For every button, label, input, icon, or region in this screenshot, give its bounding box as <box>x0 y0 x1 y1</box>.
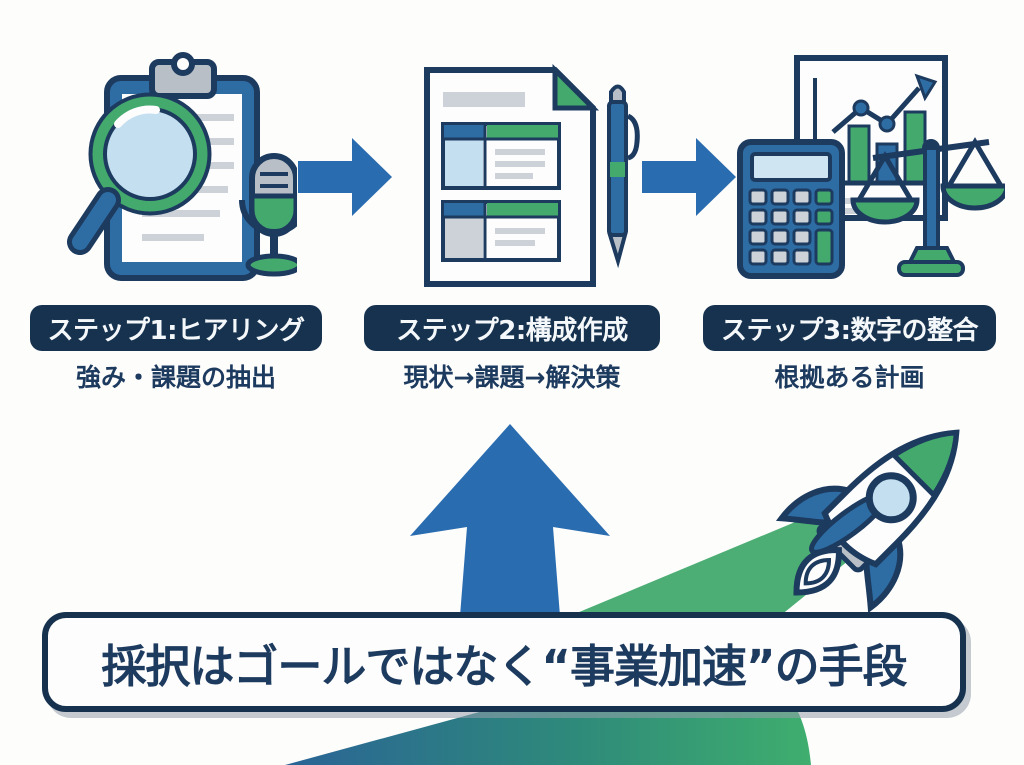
conclusion-banner-text: 採択はゴールではなく“事業加速”の手段 <box>101 639 907 693</box>
step1-subtitle-text: 強み・課題の抽出 <box>75 363 276 392</box>
conclusion-banner: 採択はゴールではなく“事業加速”の手段 <box>42 612 966 712</box>
step1-subtitle: 強み・課題の抽出 <box>30 360 322 392</box>
step2-subtitle: 現状→課題→解決策 <box>364 360 660 392</box>
up-arrow-icon <box>410 424 610 616</box>
right-arrow-icon <box>298 138 392 216</box>
step3-subtitle: 根拠ある計画 <box>703 360 996 392</box>
step3-label-text: ステップ3:数字の整合 <box>721 315 979 346</box>
step1-label-text: ステップ1:ヒアリング <box>47 315 306 346</box>
step2-label-text: ステップ2:構成作成 <box>396 315 628 346</box>
clipboard-magnifier-microphone-icon <box>67 52 297 281</box>
document-pen-icon <box>424 63 640 287</box>
step3-label: ステップ3:数字の整合 <box>703 305 996 351</box>
rocket-icon <box>775 429 960 614</box>
right-arrow-icon <box>642 138 736 216</box>
step2-subtitle-text: 現状→課題→解決策 <box>403 363 621 392</box>
step1-label: ステップ1:ヒアリング <box>30 305 322 351</box>
step3-subtitle-text: 根拠ある計画 <box>774 363 925 392</box>
step2-label: ステップ2:構成作成 <box>364 305 660 351</box>
calculator-chart-scale-icon <box>737 55 1005 279</box>
